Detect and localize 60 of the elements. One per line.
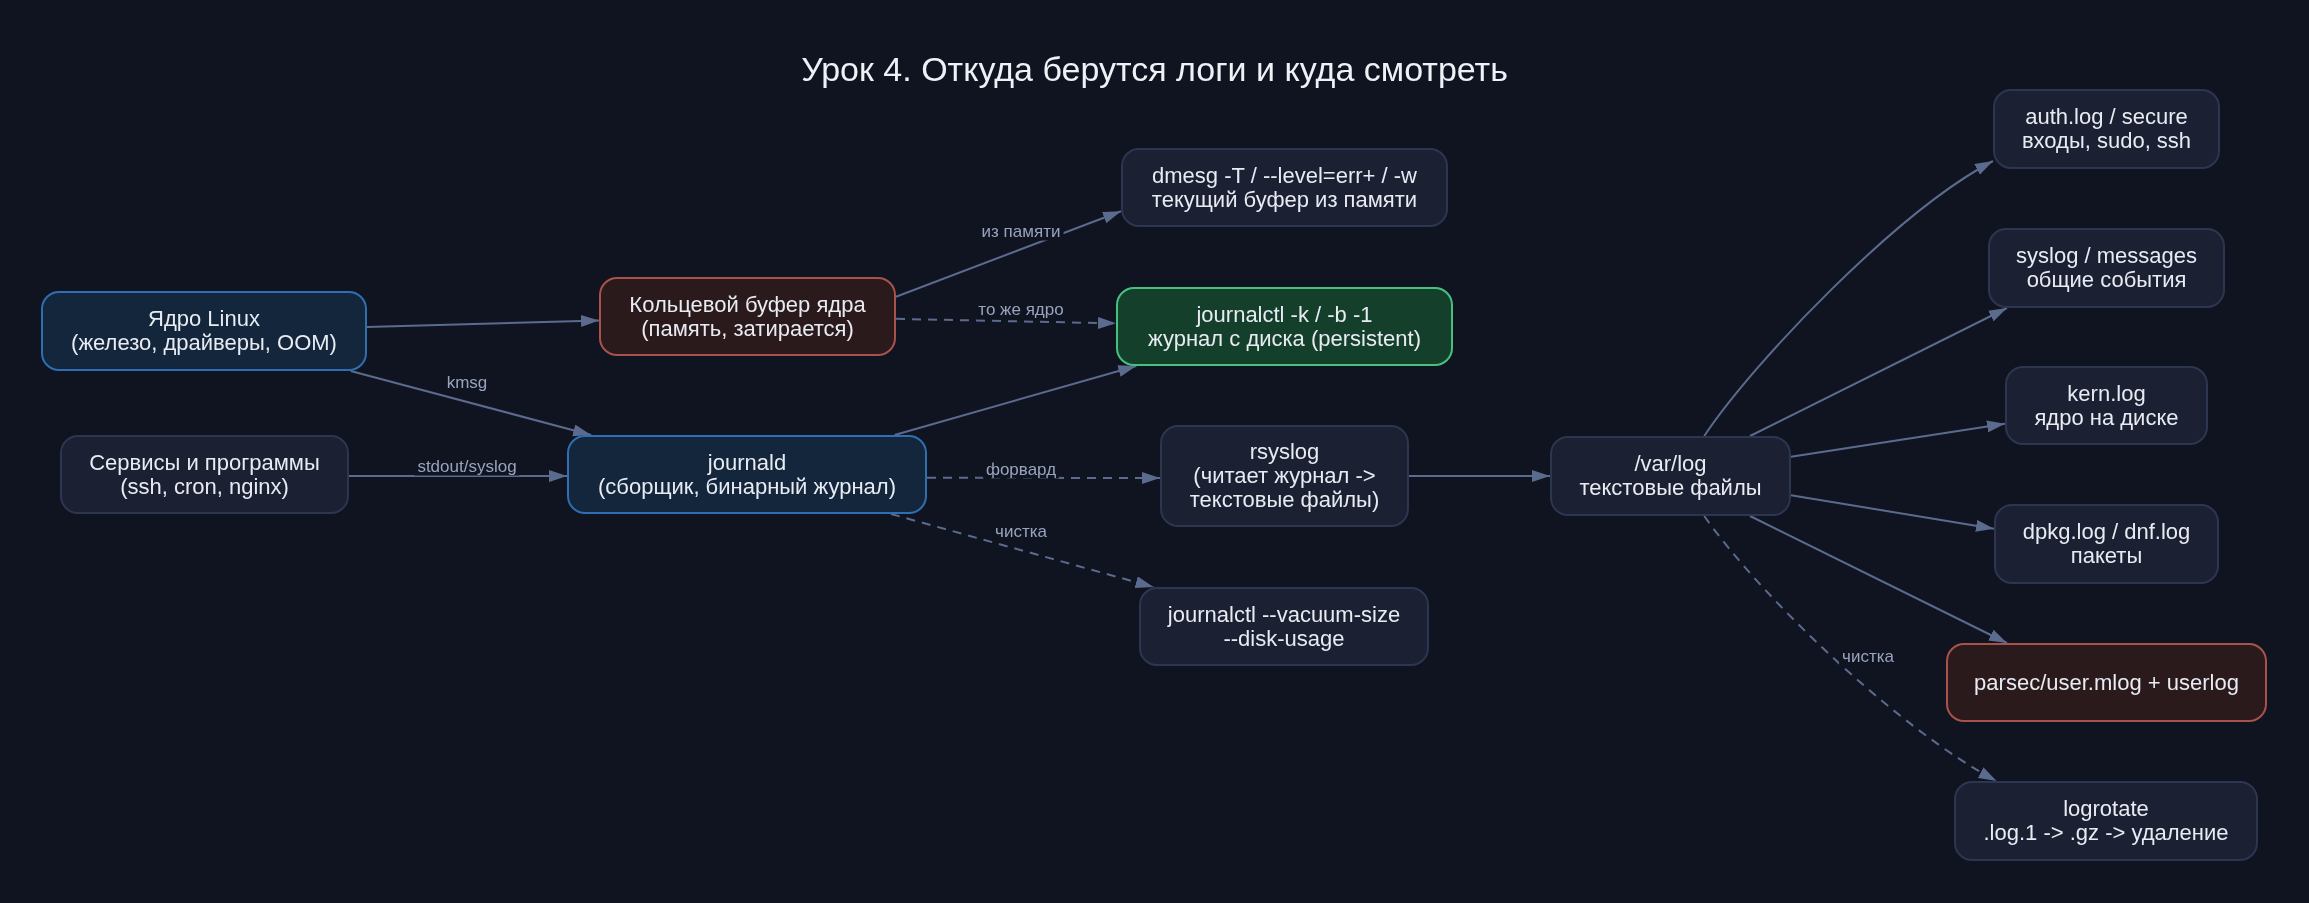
node-heading: rsyslog	[1249, 440, 1320, 464]
node-heading: journalctl --vacuum-size	[1167, 602, 1401, 627]
node-description: текстовые файлы	[1579, 476, 1762, 500]
rounded-box	[1160, 425, 1409, 527]
node-description: (ssh, cron, nginx)	[120, 474, 289, 499]
arrow	[366, 314, 600, 328]
node-description: ядро на диске	[2034, 405, 2179, 430]
node-heading: parsec/user.mlog + userlog	[1974, 670, 2239, 695]
arrow	[1749, 515, 2008, 644]
node-heading: Кольцевой буфер ядра	[629, 292, 866, 317]
edge-label: форвард	[982, 459, 1060, 479]
node-heading: auth.log / secure	[2025, 105, 2188, 129]
dashed-arrow	[1703, 515, 1998, 782]
arrow	[1749, 307, 2008, 437]
arrow	[349, 370, 593, 437]
node-description: общие события	[2026, 268, 2187, 292]
node-heading: kern.log	[2067, 381, 2146, 406]
node-description: (читает журнал -> текстовые файлы)	[1188, 464, 1381, 512]
node-heading: dpkg.log / dnf.log	[2022, 520, 2191, 544]
rounded-box	[1121, 148, 1448, 227]
rounded-box	[1946, 643, 2267, 722]
node-heading: logrotate	[2063, 797, 2149, 821]
node-description: пакеты	[2070, 544, 2143, 568]
node-heading: dmesg -T / --level=err+ / -w	[1152, 163, 1417, 188]
node-description: (память, затирается)	[641, 316, 854, 341]
node-heading: /var/log	[1634, 452, 1707, 476]
rounded-box	[567, 435, 927, 514]
node-heading: Сервисы и программы	[89, 450, 320, 475]
arrow	[1703, 160, 1994, 437]
node-description: журнал с диска (persistent)	[1148, 326, 1421, 351]
node-heading: journald	[707, 450, 787, 475]
node-description: (железо, драйверы, OOM)	[71, 331, 337, 355]
node-description: входы, sudo, ssh	[2021, 129, 2192, 153]
rounded-box	[2005, 366, 2208, 445]
node-description: .log.1 -> .gz -> удаление	[1983, 821, 2229, 845]
arrow	[1790, 420, 2006, 458]
rounded-box	[1988, 228, 2225, 308]
rounded-box	[1139, 587, 1429, 666]
diagram-title: Урок 4. Откуда берутся логи и куда смотреть	[801, 49, 1508, 89]
arrow	[348, 470, 568, 483]
node-description: текущий буфер из памяти	[1151, 187, 1418, 212]
arrow	[895, 210, 1122, 298]
node-heading: syslog / messages	[2016, 244, 2197, 268]
node-description: (сборщик, бинарный журнал)	[598, 474, 896, 499]
rounded-box	[1954, 781, 2258, 861]
rounded-box	[599, 277, 896, 356]
arrow	[1408, 470, 1551, 482]
dashed-arrow	[895, 317, 1117, 329]
node-description: --disk-usage	[1223, 626, 1345, 651]
rounded-box	[1550, 436, 1791, 516]
dashed-arrow	[890, 513, 1155, 588]
rounded-box	[1994, 504, 2219, 584]
rounded-box	[1116, 287, 1453, 366]
rounded-box	[60, 435, 349, 514]
node-heading: journalctl -k / -b -1	[1196, 302, 1373, 327]
arrow	[1790, 494, 1995, 532]
rounded-box	[41, 291, 367, 371]
rounded-box	[1993, 89, 2220, 169]
node-heading: Ядро Linux	[148, 307, 260, 331]
arrow	[893, 365, 1138, 436]
